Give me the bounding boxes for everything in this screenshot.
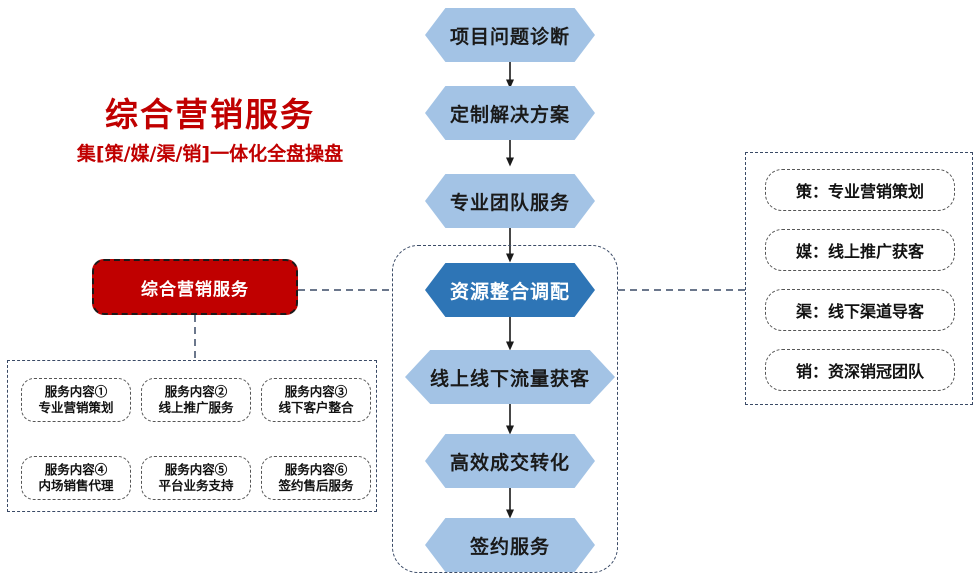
capability-group: 策：专业营销策划 媒：线上推广获客 渠：线下渠道导客 销：资深销冠团队 bbox=[745, 152, 973, 405]
service-chip-line2: 签约售后服务 bbox=[278, 478, 354, 493]
service-chip-line1: 服务内容① bbox=[44, 384, 108, 399]
service-chip[interactable]: 服务内容④ 内场销售代理 bbox=[21, 456, 131, 500]
flow-step-label: 资源整合调配 bbox=[449, 280, 570, 303]
flow-step-4-active[interactable]: 资源整合调配 bbox=[425, 263, 595, 317]
flow-step-label: 高效成交转化 bbox=[449, 451, 570, 474]
brand-heading: 综合营销服务 集[策/媒/渠/销]一体化全盘操盘 bbox=[60, 95, 360, 169]
page-subtitle: 集[策/媒/渠/销]一体化全盘操盘 bbox=[76, 143, 344, 165]
service-chip-line2: 内场销售代理 bbox=[38, 478, 114, 493]
service-chip-line2: 专业营销策划 bbox=[38, 400, 114, 415]
flow-step-label: 线上线下流量获客 bbox=[429, 367, 590, 390]
flow-step-label: 签约服务 bbox=[469, 535, 550, 558]
capability-label: 媒：线上推广获客 bbox=[795, 242, 924, 261]
service-chip-line1: 服务内容③ bbox=[284, 384, 348, 399]
capability-label: 销：资深销冠团队 bbox=[795, 362, 924, 381]
capability-label: 渠：线下渠道导客 bbox=[795, 302, 924, 321]
process-flow-group bbox=[392, 245, 618, 573]
service-chip[interactable]: 服务内容② 线上推广服务 bbox=[141, 378, 251, 422]
service-content-group bbox=[7, 360, 377, 512]
service-chip-line1: 服务内容⑤ bbox=[164, 462, 228, 477]
service-chip[interactable]: 服务内容① 专业营销策划 bbox=[21, 378, 131, 422]
service-chip-line1: 服务内容② bbox=[164, 384, 228, 399]
flow-step-label: 定制解决方案 bbox=[449, 103, 570, 126]
flow-step-5[interactable]: 线上线下流量获客 bbox=[405, 350, 615, 404]
core-service-label: 综合营销服务 bbox=[141, 279, 249, 300]
capability-chip-mei[interactable]: 媒：线上推广获客 bbox=[765, 229, 955, 271]
page-title: 综合营销服务 bbox=[105, 95, 315, 134]
service-chip-line1: 服务内容⑥ bbox=[284, 462, 348, 477]
service-chip-line2: 平台业务支持 bbox=[158, 478, 234, 493]
core-service-node[interactable]: 综合营销服务 bbox=[92, 259, 298, 315]
capability-chip-xiao[interactable]: 销：资深销冠团队 bbox=[765, 349, 955, 391]
service-chip-line1: 服务内容④ bbox=[44, 462, 108, 477]
flow-step-label: 项目问题诊断 bbox=[449, 25, 570, 48]
flow-step-3[interactable]: 专业团队服务 bbox=[425, 174, 595, 228]
service-chip[interactable]: 服务内容⑥ 签约售后服务 bbox=[261, 456, 371, 500]
flow-step-2[interactable]: 定制解决方案 bbox=[425, 86, 595, 140]
flow-step-label: 专业团队服务 bbox=[449, 191, 570, 214]
capability-chip-ce[interactable]: 策：专业营销策划 bbox=[765, 169, 955, 211]
service-chip[interactable]: 服务内容⑤ 平台业务支持 bbox=[141, 456, 251, 500]
flow-step-1[interactable]: 项目问题诊断 bbox=[425, 8, 595, 62]
service-chip-line2: 线上推广服务 bbox=[158, 400, 234, 415]
flow-step-6[interactable]: 高效成交转化 bbox=[425, 434, 595, 488]
service-chip[interactable]: 服务内容③ 线下客户整合 bbox=[261, 378, 371, 422]
flow-step-7[interactable]: 签约服务 bbox=[425, 518, 595, 572]
capability-label: 策：专业营销策划 bbox=[795, 182, 924, 201]
capability-chip-qu[interactable]: 渠：线下渠道导客 bbox=[765, 289, 955, 331]
service-chip-line2: 线下客户整合 bbox=[278, 400, 354, 415]
